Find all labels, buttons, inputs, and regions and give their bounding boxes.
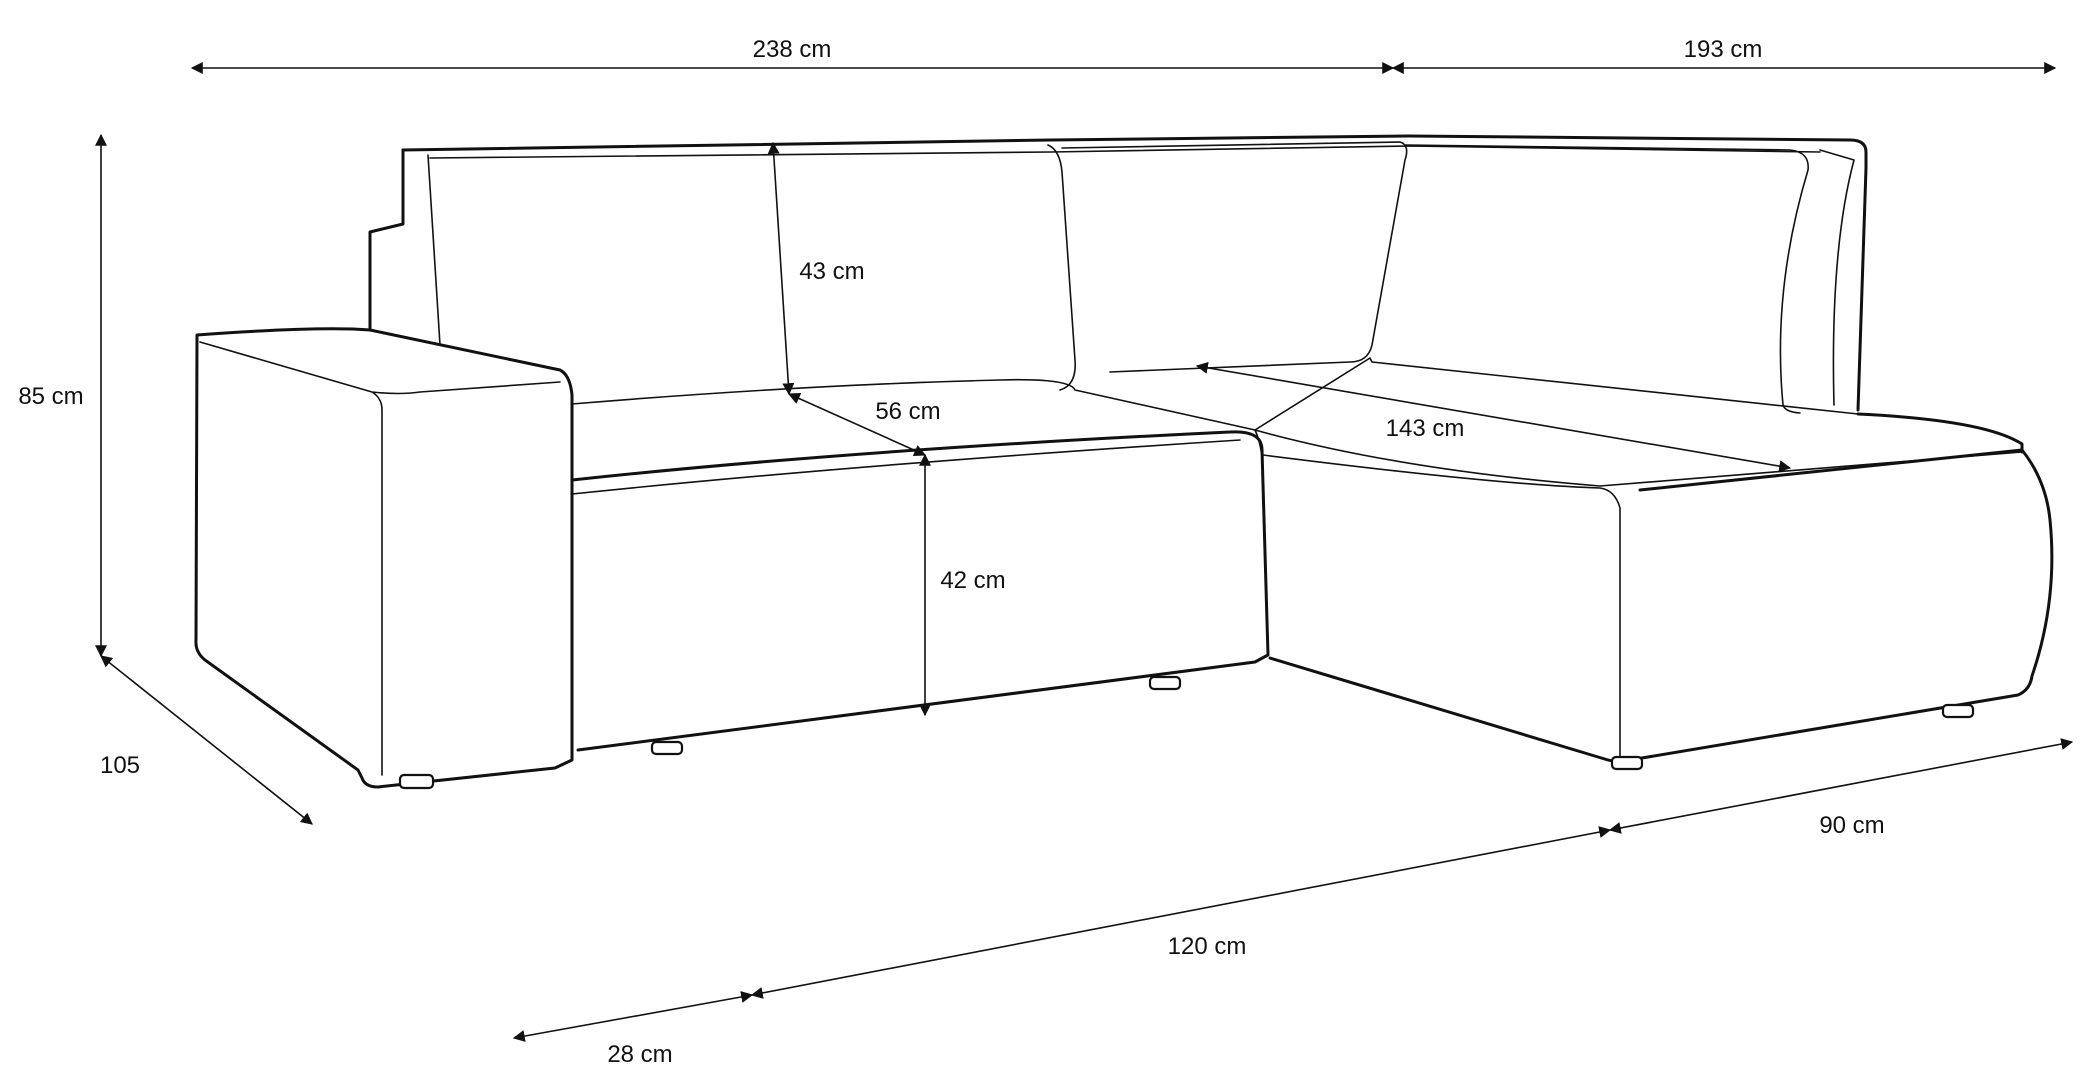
label-143: 143 cm (1386, 415, 1465, 442)
back-rail-left-end (368, 148, 405, 332)
label-43: 43 cm (799, 258, 864, 285)
chaise-top-edge (1856, 412, 2024, 454)
label-42: 42 cm (940, 567, 1005, 594)
dim-line-28 (512, 991, 754, 1042)
label-85: 85 cm (18, 383, 83, 410)
front-seat-left-top (571, 439, 1241, 495)
foot-3 (1148, 675, 1182, 691)
dimension-lines (95, 62, 2074, 1042)
foot-4 (1610, 755, 1644, 771)
back-rail (401, 134, 1868, 412)
dim-line-56 (787, 392, 927, 457)
label-238: 238 cm (753, 36, 832, 63)
label-120: 120 cm (1168, 933, 1247, 960)
chaise-cushion-front (1262, 454, 1621, 761)
left-armrest-seam (199, 341, 561, 776)
back-cushion-left (427, 144, 1077, 391)
back-cushion-middle (1061, 141, 1408, 373)
dim-line-90 (1608, 738, 2074, 834)
dim-line-105 (100, 655, 313, 825)
seat-back-line (571, 357, 1859, 431)
label-105: 105 (100, 752, 140, 779)
dim-line-143 (1195, 361, 1792, 473)
sofa-illustration (194, 134, 2054, 789)
chaise-cushion-top (1254, 429, 2023, 487)
front-seat-left (570, 430, 1270, 752)
chaise-front (1268, 448, 2054, 763)
foot-2 (650, 740, 684, 756)
foot-5 (1941, 703, 1975, 719)
left-armrest (194, 327, 574, 789)
dim-line-120 (750, 826, 1612, 999)
label-56: 56 cm (875, 398, 940, 425)
sofa-feet (398, 675, 1975, 790)
label-193: 193 cm (1684, 36, 1763, 63)
side-cushion-right (1819, 149, 1855, 406)
back-rail-inner (429, 145, 1821, 159)
foot-1 (398, 773, 435, 790)
dimension-labels: 238 cm 193 cm 85 cm 105 43 cm 56 cm 42 c… (18, 36, 1884, 1068)
dim-line-43 (767, 141, 795, 396)
label-90: 90 cm (1819, 812, 1884, 839)
label-28: 28 cm (607, 1041, 672, 1068)
